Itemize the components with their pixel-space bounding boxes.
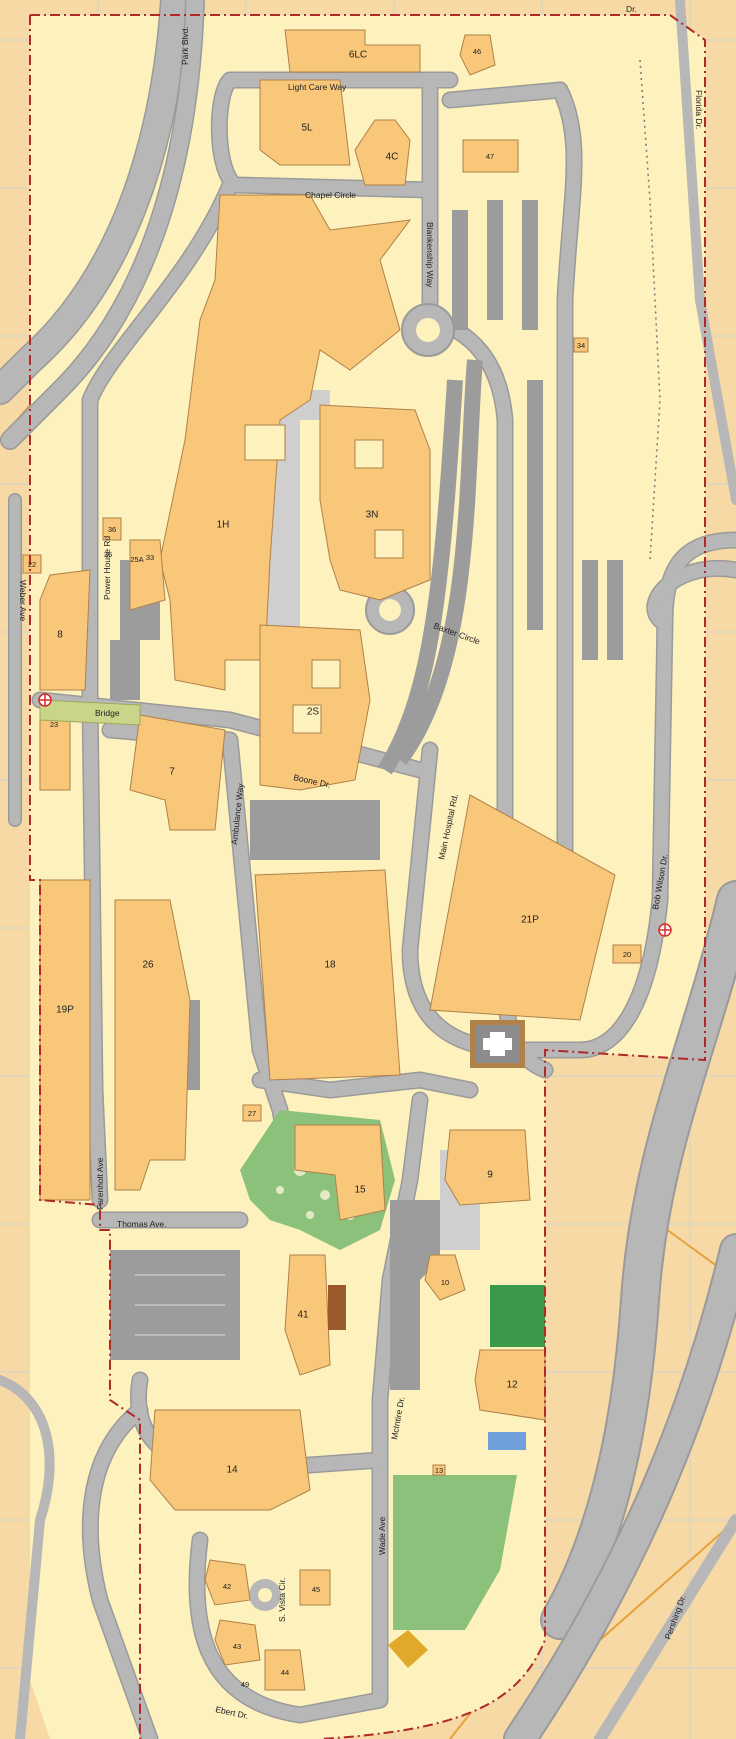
building-label-7: 7: [169, 767, 175, 778]
building-label-6lc: 6LC: [349, 50, 367, 61]
building-label-22: 22: [28, 560, 36, 569]
street-label-blankenship-way: Blankenship Way: [425, 222, 435, 288]
building-label-44: 44: [281, 1668, 289, 1677]
campus-boundary: [29, 14, 706, 1739]
emergency-marker-bob-wilson: [658, 923, 672, 937]
building-label-43: 43: [233, 1642, 241, 1651]
building-label-10: 10: [441, 1278, 449, 1287]
building-13-shape: [432, 1464, 446, 1476]
right-roads: [503, 0, 736, 1739]
street-label-park-blvd: Park Blvd.: [180, 26, 190, 65]
building-47-shape: [462, 139, 519, 173]
tennis-court: [490, 1285, 545, 1347]
building-label-5l: 5L: [301, 123, 313, 134]
building-label-47: 47: [486, 152, 494, 161]
building-34-shape: [573, 337, 589, 353]
building-44-shape: [264, 1649, 306, 1691]
street-label-light-care-way: Light Care Way: [288, 82, 347, 92]
buildings: [22, 29, 642, 1691]
building-18-shape: [254, 869, 401, 1081]
pool: [488, 1432, 526, 1450]
street-label-chapel-circle: Chapel Circle: [305, 190, 356, 200]
street-label-weber-ave: Weber Ave: [18, 580, 28, 622]
athletic-field: [393, 1475, 517, 1630]
building-label-13: 13: [435, 1466, 443, 1475]
building-label-33: 33: [146, 553, 154, 562]
building-label-9: 9: [487, 1170, 493, 1181]
building-27-shape: [242, 1104, 262, 1122]
building-6lc-shape: [284, 29, 421, 73]
street-label-wade-ave: Wade Ave: [377, 1516, 387, 1555]
special-area-gold: [388, 1630, 428, 1668]
building-7-shape: [129, 714, 226, 831]
building-label-41: 41: [297, 1310, 309, 1321]
building-20-shape: [612, 944, 642, 964]
emergency-marker-bridge: [38, 693, 52, 707]
parking-arcs: [378, 200, 623, 775]
building-labels: 6LC 46 5L 4C 47 1H 3N 34 36 35 25A 33 22…: [28, 47, 631, 1689]
building-label-20: 20: [623, 950, 631, 959]
street-label-farenholt-ave: Farenholt Ave: [95, 1157, 105, 1210]
building-label-3n: 3N: [366, 510, 379, 521]
building-4c-shape: [354, 119, 411, 186]
building-label-46: 46: [473, 47, 481, 56]
building-label-15: 15: [354, 1185, 366, 1196]
building-label-35: 35: [104, 550, 112, 559]
building-label-18: 18: [324, 960, 336, 971]
building-label-8: 8: [57, 630, 63, 641]
street-label-bridge: Bridge: [95, 708, 120, 718]
building-21p-shape: [429, 794, 616, 1021]
street-label-power-house-rd: Power House Rd: [102, 535, 112, 600]
building-label-34: 34: [577, 341, 585, 350]
building-46-shape: [459, 34, 496, 76]
building-5l-shape: [259, 79, 351, 166]
building-label-36: 36: [108, 525, 116, 534]
left-freeway: [0, 0, 205, 1739]
helipad: [470, 1020, 525, 1068]
building-43-shape: [214, 1619, 261, 1666]
street-label-top-right: Dr.: [626, 4, 637, 14]
building-label-42: 42: [223, 1582, 231, 1591]
building-15-shape: [294, 1124, 386, 1221]
building-label-26: 26: [142, 960, 154, 971]
railway-line: [639, 59, 661, 561]
street-label-s-vista-cir: S. Vista Cir.: [277, 1578, 287, 1622]
building-23-shape: [39, 714, 71, 791]
building-8-shape: [39, 569, 91, 691]
building-26-shape: [114, 899, 191, 1191]
building-45-shape: [299, 1569, 331, 1606]
street-label-thomas-ave: Thomas Ave.: [117, 1219, 166, 1229]
building-41-shape: [284, 1254, 331, 1376]
building-1h-shape: [159, 194, 412, 691]
building-label-27: 27: [248, 1109, 256, 1118]
building-22-shape: [22, 554, 42, 574]
building-14-shape: [149, 1409, 311, 1511]
building-label-2s: 2S: [307, 707, 320, 718]
special-area-brown: [328, 1285, 346, 1330]
building-label-14: 14: [226, 1465, 238, 1476]
building-label-19p: 19P: [56, 1005, 74, 1016]
building-19p-shape: [39, 879, 91, 1201]
building-label-1h: 1H: [217, 520, 230, 531]
building-12-shape: [474, 1349, 546, 1421]
building-label-12: 12: [506, 1380, 518, 1391]
building-label-25a: 25A: [130, 555, 143, 564]
building-25a-shape: [129, 539, 166, 611]
building-3n-shape: [319, 404, 431, 601]
building-10-shape: [424, 1254, 466, 1301]
bridge: [39, 699, 141, 726]
building-label-45: 45: [312, 1585, 320, 1594]
building-36-shape: [102, 517, 122, 541]
courtyards: [244, 424, 404, 734]
building-42-shape: [204, 1559, 251, 1606]
building-9-shape: [444, 1129, 531, 1206]
building-label-49: 49: [241, 1680, 249, 1689]
street-label-florida-dr: Florida Dr.: [694, 90, 704, 129]
building-label-4c: 4C: [386, 152, 399, 163]
building-label-23: 23: [50, 720, 58, 729]
building-label-21p: 21P: [521, 915, 539, 926]
